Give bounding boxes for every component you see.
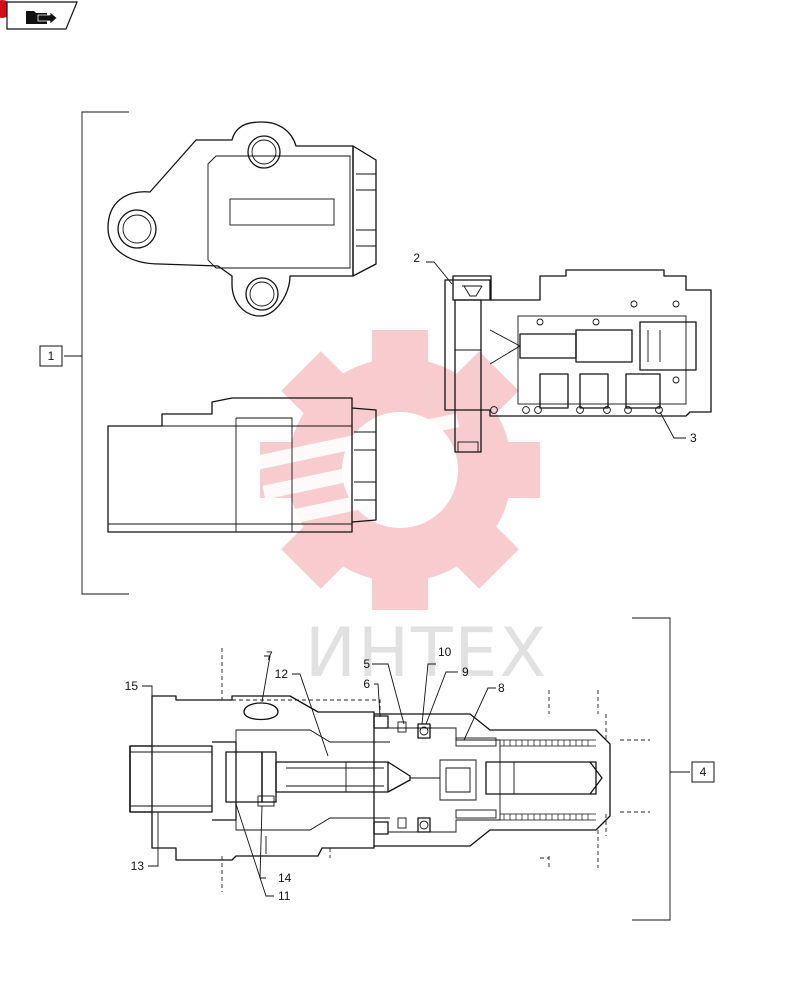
callout-4: 4 <box>691 761 715 783</box>
callout-1: 1 <box>39 345 63 367</box>
callout-1-label: 1 <box>48 349 55 363</box>
callout-10-label: 10 <box>438 645 452 659</box>
folder-arrow-icon[interactable] <box>0 0 78 30</box>
callout-7-label: 7 <box>266 649 273 663</box>
valve-body-side-view <box>107 397 377 533</box>
callout-5-label: 5 <box>363 657 370 671</box>
callout-11-label: 11 <box>278 889 291 903</box>
callout-12-label: 12 <box>275 667 289 681</box>
bracket-group-1 <box>64 111 129 595</box>
valve-body-top-view <box>107 121 377 317</box>
callout-6-label: 6 <box>363 677 370 691</box>
callout-13-label: 13 <box>131 859 145 873</box>
callout-3-label: 3 <box>690 431 697 445</box>
solenoid-assembly-section <box>129 617 690 921</box>
valve-cartridge-section <box>426 261 712 453</box>
watermark-logo: ИНТЕХ <box>250 330 548 693</box>
watermark-text: ИНТЕХ <box>305 614 548 693</box>
callout-14-label: 14 <box>278 871 292 885</box>
callout-8-label: 8 <box>498 681 505 695</box>
callout-9-label: 9 <box>462 665 469 679</box>
callout-4-label: 4 <box>700 765 707 779</box>
callout-2-label: 2 <box>413 251 420 265</box>
callout-15-label: 15 <box>125 679 139 693</box>
